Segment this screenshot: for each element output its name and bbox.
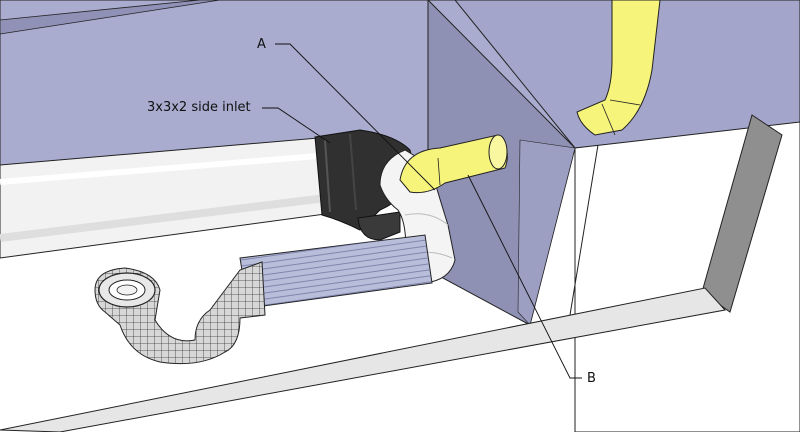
floor-curb xyxy=(0,287,726,432)
leader-line-b xyxy=(467,174,582,379)
label-side-inlet: 3x3x2 side inlet xyxy=(147,100,251,115)
label-a: A xyxy=(257,37,266,52)
leader-line-a xyxy=(275,43,436,191)
white-elbow xyxy=(379,149,456,284)
leader-line-side-inlet xyxy=(262,107,331,144)
yellow-vent-pipe xyxy=(576,0,661,136)
gray-board xyxy=(701,114,783,313)
back-wall-top-edge xyxy=(0,0,221,35)
partition-plate-edge xyxy=(517,139,576,326)
label-b: B xyxy=(587,371,596,386)
wall-corner-line xyxy=(569,144,599,316)
